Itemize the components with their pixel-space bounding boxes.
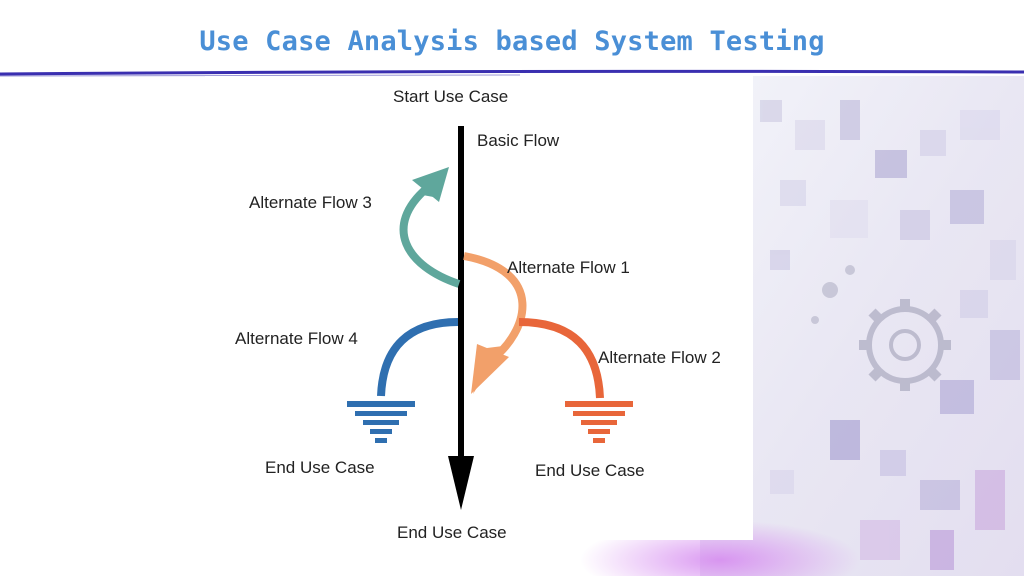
alternate-flow-2-label: Alternate Flow 2 <box>598 348 721 367</box>
end-use-case-main-label: End Use Case <box>397 523 507 540</box>
basic-flow-label: Basic Flow <box>477 131 560 150</box>
end-use-case-left-symbol <box>347 401 415 443</box>
alternate-flow-2-arrow <box>518 318 604 399</box>
alternate-flow-1-label: Alternate Flow 1 <box>507 258 630 277</box>
alternate-flow-4-label: Alternate Flow 4 <box>235 329 358 348</box>
alternate-flow-4-arrow <box>377 318 459 397</box>
title-divider <box>0 69 1024 77</box>
alternate-flow-1-arrow <box>463 252 527 394</box>
alternate-flow-3-label: Alternate Flow 3 <box>249 193 372 212</box>
start-use-case-label: Start Use Case <box>393 87 508 106</box>
end-use-case-right-label: End Use Case <box>535 461 645 480</box>
use-case-flow-diagram: Start Use Case Basic Flow Alternate Flow… <box>205 76 753 542</box>
slide-title: Use Case Analysis based System Testing <box>199 26 825 57</box>
alternate-flow-3-arrow <box>399 167 461 288</box>
basic-flow-arrow <box>448 126 474 510</box>
end-use-case-left-label: End Use Case <box>265 458 375 477</box>
end-use-case-right-symbol <box>565 401 633 443</box>
